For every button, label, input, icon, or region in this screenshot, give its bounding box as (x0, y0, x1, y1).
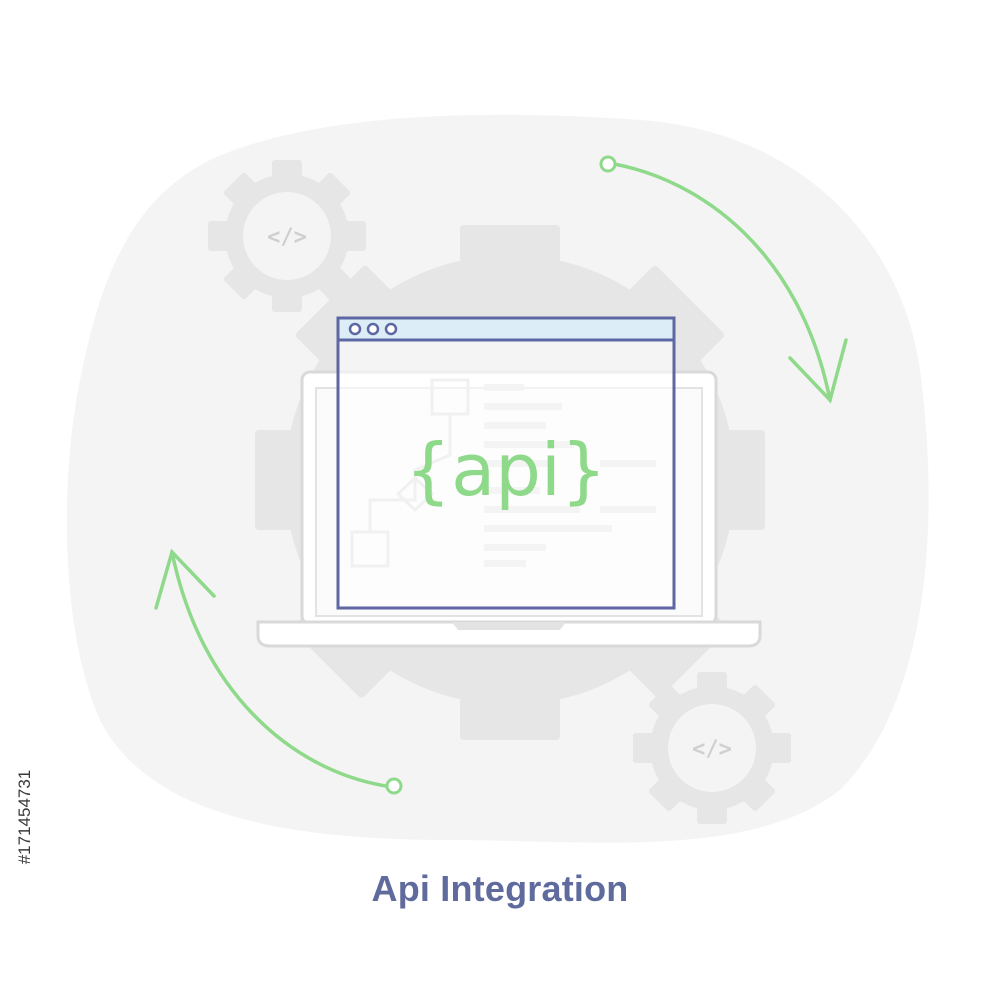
arrow-icon (154, 548, 388, 788)
stock-id-label: #171454731 (15, 769, 34, 865)
window-dot (348, 322, 362, 336)
gear-icon: </> (208, 160, 366, 312)
gear-icon: </> (633, 672, 791, 824)
arrow-start-dot (599, 155, 617, 173)
illustration-caption: Api Integration (371, 868, 629, 909)
arrow-start-dot (385, 777, 403, 795)
browser-window-icon: {api} (336, 316, 676, 610)
arrow-icon (612, 162, 848, 404)
window-dot (366, 322, 380, 336)
code-icon: </> (267, 225, 307, 250)
window-dot (384, 322, 398, 336)
api-code-text: {api} (405, 428, 606, 512)
code-icon: </> (692, 737, 732, 762)
